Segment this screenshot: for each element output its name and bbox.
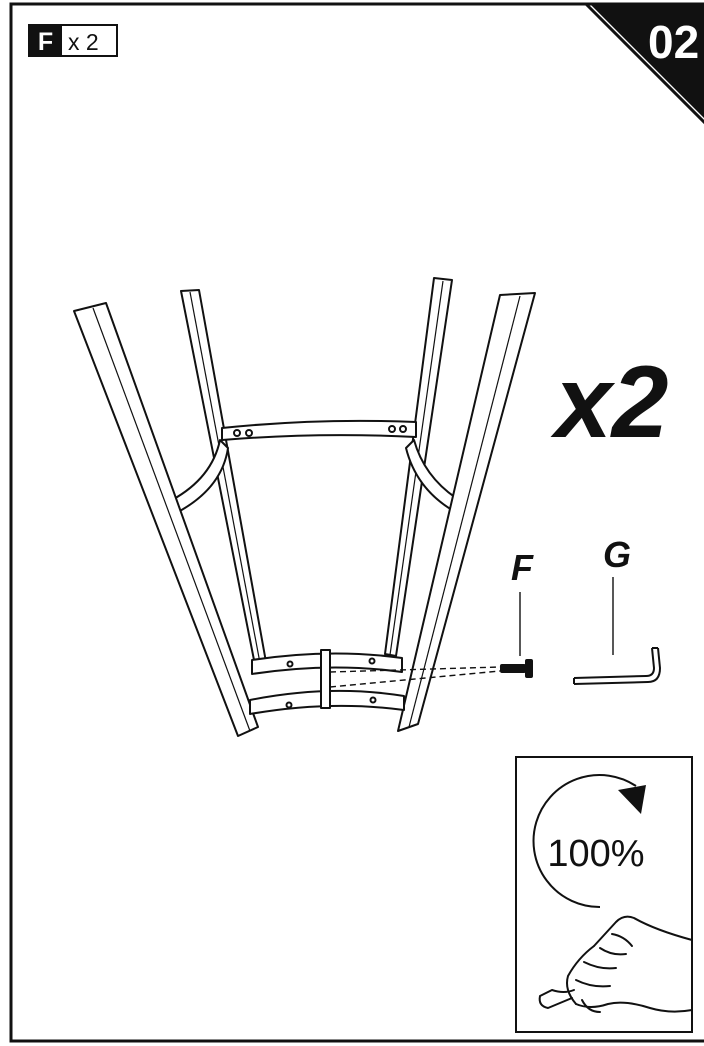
chair-frame-illustration [73, 277, 536, 737]
rail-hole [368, 657, 376, 665]
rail-hole [285, 701, 293, 709]
rotation-arrow [532, 774, 637, 909]
screw-label: F [511, 547, 534, 588]
bolt-f-icon [500, 659, 533, 678]
parts-needed-letter: F [38, 28, 53, 56]
rail-hole [369, 696, 377, 704]
assembly-guide-lines [329, 666, 501, 688]
parts-needed-quantity: x 2 [68, 29, 99, 55]
wrench-label: G [603, 534, 631, 575]
rotation-arrowhead-icon [618, 785, 646, 814]
front-leg-left [73, 302, 259, 737]
allen-wrench-g-icon [573, 647, 662, 685]
back-top-rail [221, 419, 417, 441]
hardware-callouts: F G [500, 534, 662, 685]
front-leg-right [397, 292, 536, 732]
assembly-multiplier: x2 [550, 345, 668, 459]
rail-hole [388, 425, 396, 433]
rail-hole [399, 425, 407, 433]
rail-hole [233, 429, 241, 437]
step-number: 02 [648, 16, 699, 68]
step-number-tab: 02 [584, 2, 704, 125]
hand-with-wrench-icon [538, 915, 693, 1013]
rail-hole [286, 660, 294, 668]
center-support [320, 649, 331, 709]
rail-hole [245, 429, 253, 437]
tighten-percent: 100% [547, 833, 644, 875]
parts-needed-badge: F x 2 [28, 24, 118, 57]
tighten-instruction-inset: 100% [515, 756, 693, 1033]
